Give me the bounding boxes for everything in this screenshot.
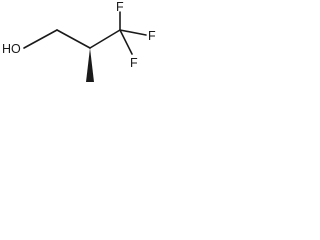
atom-label-hydroxyl: HO [2,42,21,56]
bond-cstereo-cf3 [89,29,121,49]
atom-label-fluorine-right: F [148,29,156,43]
atom-label-fluorine-bottom: F [130,56,138,70]
bond-ch2-cstereo [56,29,91,49]
bond-o-ch2 [23,29,58,49]
wedge-bond-methyl [86,48,94,82]
bond-c-f-right [119,29,147,36]
structure-diagram: HO F F F [2,0,156,82]
atom-label-fluorine-top: F [116,0,124,14]
bond-c-f-bottom [119,29,133,55]
